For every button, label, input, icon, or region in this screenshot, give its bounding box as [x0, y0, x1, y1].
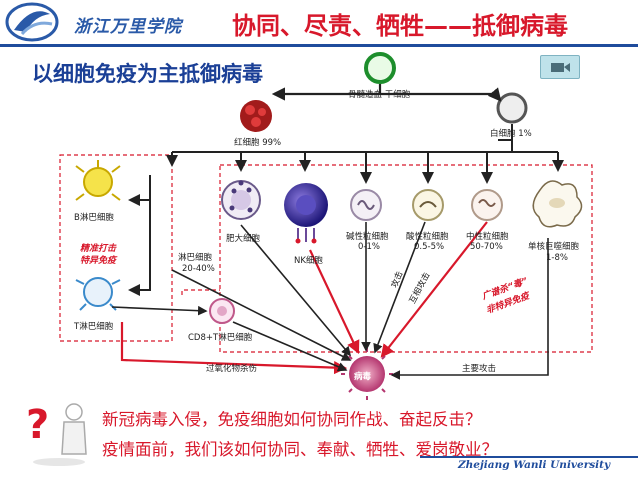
lymph-label: 淋巴细胞 — [178, 253, 213, 263]
b-cell — [75, 160, 121, 201]
stem-cell — [364, 52, 396, 84]
page-title: 协同、尽责、牺牲——抵御病毒 — [232, 12, 568, 40]
rbc-label: 红细胞 99% — [234, 138, 282, 148]
t-cell-label: T淋巴细胞 — [74, 322, 114, 332]
cd8-t-cell — [209, 298, 235, 324]
virus-label: 病毒 — [354, 372, 372, 382]
neutrophil — [471, 189, 503, 221]
main-attack-label: 主要攻击 — [462, 364, 497, 374]
white-blood-cell — [496, 92, 528, 124]
footer-divider — [420, 456, 638, 458]
specific-immunity-region — [59, 154, 173, 342]
mono-label: 单核巨噬细胞 — [528, 242, 580, 252]
eos-label: 酸性粒细胞 — [406, 232, 449, 242]
thinking-person-icon: ? — [26, 402, 87, 466]
neut-label: 中性粒细胞 — [466, 232, 509, 242]
wbc-label: 白细胞 1% — [490, 129, 532, 139]
mast-cell — [221, 180, 261, 220]
nonspecific-immunity-region — [219, 164, 593, 353]
school-logo — [5, 2, 59, 42]
neut-pct: 50-70% — [470, 242, 503, 252]
baso-label: 碱性粒细胞 — [346, 232, 389, 242]
b-cell-label: B淋巴细胞 — [74, 213, 114, 223]
eos-pct: 0.5-5% — [414, 242, 445, 252]
peroxide-label: 过氧化物杀伤 — [206, 364, 258, 374]
cd8-label: CD8+T淋巴细胞 — [188, 333, 253, 343]
nk-label: NK细胞 — [294, 256, 323, 266]
question-2: 疫情面前，我们该如何协同、奉献、牺牲、爱岗敬业？ — [102, 440, 498, 459]
slide-subtitle: 以细胞免疫为主抵御病毒 — [32, 62, 263, 86]
svg-text:?: ? — [26, 402, 49, 448]
red-blood-cell — [240, 100, 272, 132]
t-cell — [75, 277, 121, 311]
eosinophil — [412, 189, 444, 221]
question-1: 新冠病毒入侵，免疫细胞如何协同作战、奋起反击？ — [102, 410, 482, 429]
baso-pct: 0-1% — [358, 242, 380, 252]
school-name: 浙江万里学院 — [74, 17, 182, 37]
video-camera-icon — [551, 63, 570, 72]
footer-school-english: Zhejiang Wanli University — [458, 459, 611, 471]
specific-immunity-label: 特异免疫 — [80, 256, 117, 266]
header: 浙江万里学院 协同、尽责、牺牲——抵御病毒 — [0, 0, 638, 44]
macrophage — [532, 180, 583, 228]
lymph-pct: 20-40% — [182, 264, 215, 274]
mast-label: 肥大细胞 — [226, 234, 261, 244]
nk-cell — [284, 183, 328, 244]
video-button[interactable] — [540, 55, 580, 79]
precise-strike-label: 精准打击 — [80, 244, 117, 254]
header-divider — [0, 44, 638, 47]
basophil — [350, 189, 382, 221]
mono-pct: 1-8% — [546, 253, 568, 263]
stem-cell-label: 骨髓造血 干细胞 — [348, 90, 411, 100]
